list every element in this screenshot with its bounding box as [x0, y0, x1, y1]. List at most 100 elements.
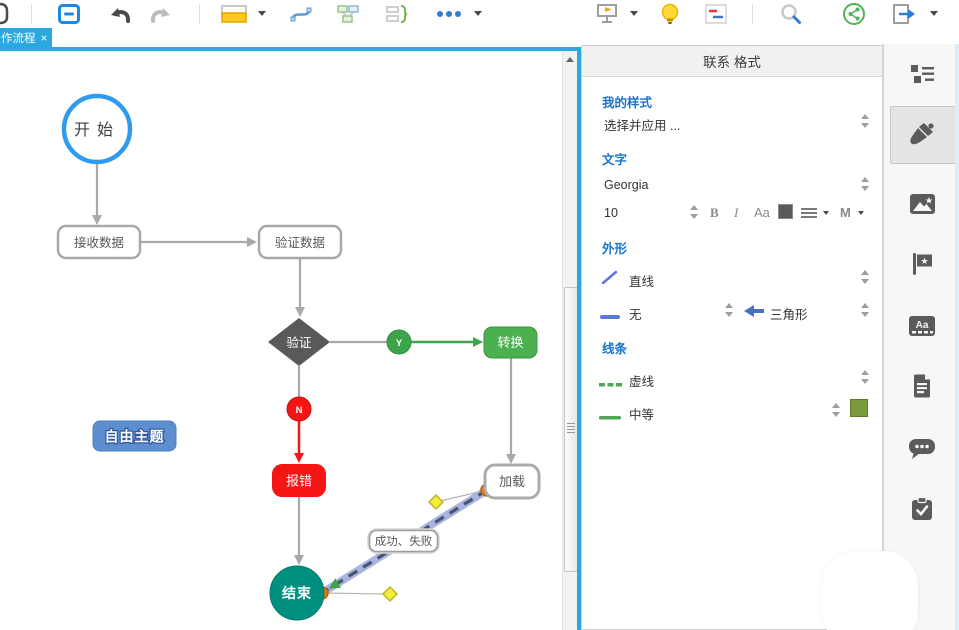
- undo-icon[interactable]: [109, 2, 133, 26]
- comment-icon[interactable]: [908, 435, 936, 463]
- tab-label: 作流程: [1, 32, 36, 45]
- margin-dropdown[interactable]: [858, 211, 864, 215]
- window-edge: [955, 44, 959, 630]
- begin-arrow-select[interactable]: 无: [629, 308, 642, 322]
- search-icon[interactable]: [779, 2, 803, 26]
- margin-button[interactable]: M: [840, 205, 851, 220]
- right-rail: ★ Aa: [883, 44, 959, 630]
- insert-topic-icon[interactable]: [220, 2, 248, 26]
- weight-icon: [599, 408, 623, 426]
- tab-close-icon[interactable]: ×: [40, 30, 48, 45]
- font-color-swatch[interactable]: [778, 204, 793, 219]
- yellow-handle[interactable]: [427, 493, 445, 511]
- shape-heading: 外形: [602, 242, 628, 256]
- selected-connector-dash[interactable]: [321, 488, 488, 595]
- weight-spinner[interactable]: [832, 403, 841, 417]
- no-arrowhead: [294, 453, 304, 463]
- node-free-topic[interactable]: [92, 420, 177, 452]
- export-icon[interactable]: [892, 2, 916, 26]
- summary-brace-icon[interactable]: [385, 2, 409, 26]
- dash-style-spinner[interactable]: [861, 370, 870, 384]
- node-error[interactable]: [272, 464, 326, 497]
- branch-yes-label: Y: [396, 338, 403, 349]
- more-tools-dropdown[interactable]: [474, 11, 482, 16]
- document-tab[interactable]: 作流程 ×: [0, 28, 52, 47]
- style-apply-select[interactable]: 选择并应用 ...: [604, 119, 681, 133]
- end-arrow-spinner[interactable]: [861, 303, 870, 317]
- align-icon[interactable]: [801, 208, 817, 220]
- more-tools-icon[interactable]: [434, 2, 464, 26]
- handle-line: [435, 489, 488, 503]
- yellow-handle[interactable]: [381, 585, 399, 603]
- connector-arrowhead: [328, 578, 341, 589]
- style-spinner[interactable]: [861, 114, 870, 128]
- my-styles-heading: 我的样式: [602, 96, 653, 110]
- flag-mark-icon[interactable]: ★: [908, 250, 936, 278]
- text-style-icon[interactable]: Aa: [908, 312, 936, 340]
- dash-style-select[interactable]: 虚线: [629, 375, 655, 389]
- share-icon[interactable]: [842, 2, 866, 26]
- connector-type-select[interactable]: 直线: [629, 275, 655, 289]
- bold-button[interactable]: B: [710, 205, 719, 220]
- branch-no-label: N: [296, 405, 303, 416]
- node-validate-diamond[interactable]: [268, 318, 330, 366]
- insert-topic-dropdown[interactable]: [258, 11, 266, 16]
- end-arrow-select[interactable]: 三角形: [770, 308, 808, 322]
- font-family-spinner[interactable]: [861, 177, 870, 191]
- font-size-input[interactable]: 10: [604, 206, 618, 220]
- idea-bulb-icon[interactable]: [658, 2, 682, 26]
- font-size-spinner[interactable]: [690, 205, 699, 219]
- canvas-frame-right: [577, 47, 581, 630]
- node-load-label: 加载: [499, 474, 525, 489]
- font-family-select[interactable]: Georgia: [604, 178, 649, 192]
- canvas-vscrollbar[interactable]: [562, 51, 578, 630]
- clipped-pin-icon[interactable]: [0, 2, 10, 26]
- panel-title: 联系 格式: [582, 46, 882, 77]
- canvas-frame-top: [0, 47, 581, 51]
- connector-type-spinner[interactable]: [861, 270, 870, 284]
- structure-icon[interactable]: [336, 2, 360, 26]
- outline-list-icon[interactable]: [908, 61, 936, 89]
- task-check-icon[interactable]: [908, 495, 936, 523]
- begin-arrow-spinner[interactable]: [725, 303, 734, 317]
- export-dropdown[interactable]: [930, 11, 938, 16]
- node-start[interactable]: [61, 93, 133, 165]
- scrollbar-thumb[interactable]: [564, 287, 578, 572]
- scroll-up-icon[interactable]: [566, 57, 574, 62]
- node-load[interactable]: [483, 463, 541, 500]
- format-brush-icon[interactable]: [908, 120, 936, 148]
- align-dropdown[interactable]: [823, 211, 829, 215]
- handle-line: [321, 592, 388, 595]
- line-heading: 线条: [602, 342, 628, 356]
- presentation-dropdown[interactable]: [630, 11, 638, 16]
- text-heading: 文字: [602, 153, 628, 167]
- case-button[interactable]: Aa: [754, 205, 770, 220]
- mark-lines-icon[interactable]: [704, 2, 728, 26]
- branch-yes-badge[interactable]: [386, 329, 412, 355]
- node-transform[interactable]: [483, 326, 538, 359]
- connector-icon[interactable]: [289, 2, 313, 26]
- gray-edges[interactable]: [95, 163, 513, 556]
- node-end[interactable]: [269, 565, 325, 621]
- gray-arrowheads: [92, 215, 516, 565]
- node-validate-data[interactable]: [257, 224, 343, 260]
- node-error-label: 报错: [286, 474, 312, 489]
- italic-button[interactable]: I: [734, 205, 739, 220]
- node-validate-label: 验证: [286, 335, 312, 350]
- redo-icon[interactable]: [148, 2, 172, 26]
- line-color-swatch[interactable]: [850, 399, 868, 417]
- presentation-icon[interactable]: [595, 2, 619, 26]
- insert-image-icon[interactable]: [908, 190, 936, 218]
- node-receive[interactable]: [56, 224, 142, 260]
- node-start-label: 开始: [74, 121, 120, 139]
- branch-no-badge[interactable]: [286, 396, 312, 422]
- topic-box-icon[interactable]: [57, 2, 81, 26]
- scrollbar-grip: [567, 426, 575, 427]
- toolbar-separator: [31, 4, 32, 24]
- yes-arrowhead: [473, 337, 483, 347]
- note-document-icon[interactable]: [908, 372, 936, 400]
- weight-select[interactable]: 中等: [629, 408, 655, 422]
- edge-label-text: 成功、失败: [375, 534, 433, 548]
- edge-label-box[interactable]: [368, 529, 439, 553]
